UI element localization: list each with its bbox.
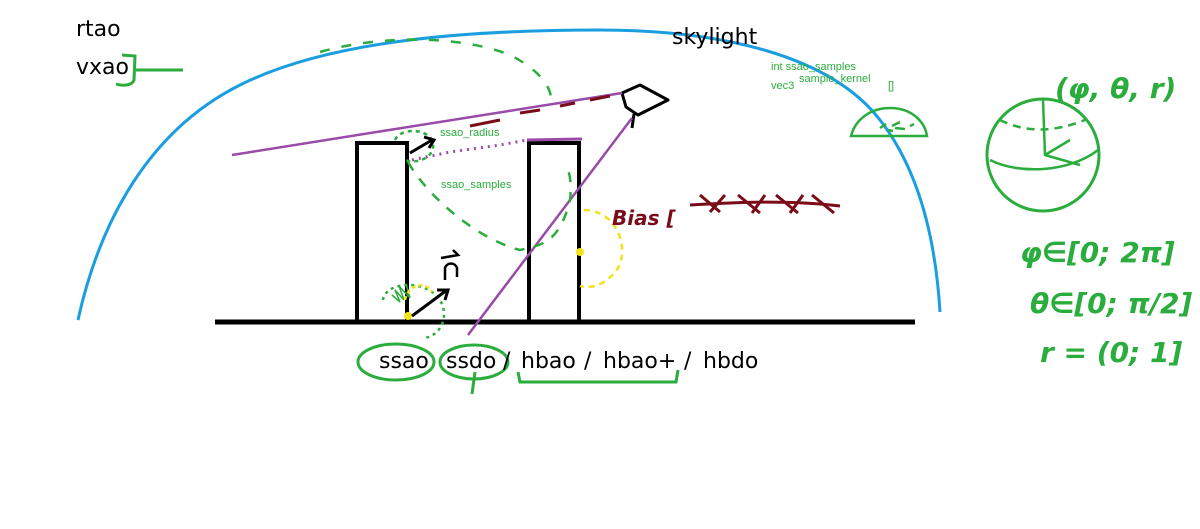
- normal-symbol: [440, 249, 461, 280]
- ssao-tech-label: ssao: [379, 349, 429, 374]
- yellow-arc-right: [579, 208, 624, 289]
- int-ssao-samples-label: int ssao_samples: [771, 61, 856, 73]
- rtao-label: rtao: [76, 17, 121, 42]
- view-ray-bottom: [467, 117, 633, 336]
- hbao-underline: [516, 369, 680, 384]
- skylight-label: skylight: [672, 25, 758, 50]
- sky-dome: [76, 28, 942, 321]
- kernel-dots: [879, 120, 915, 133]
- purple-outline-top: [526, 137, 583, 142]
- bias-crosses: [699, 193, 835, 215]
- vxao-label: vxao: [76, 55, 129, 80]
- left-building: [355, 141, 409, 324]
- depth-dashes: [469, 94, 611, 128]
- hbao-tech-label: hbao: [521, 349, 576, 374]
- sphere-equator: [989, 149, 1099, 171]
- r-range: r = (0; 1]: [1040, 336, 1182, 369]
- sample-cone: [406, 161, 573, 252]
- ssdo-tick: [470, 371, 477, 395]
- yellow-point-right: [576, 248, 584, 256]
- spherical-coords: (φ, θ, r): [1055, 72, 1176, 105]
- sample-scribble: [391, 283, 411, 303]
- hbdo-tech-label: hbdo: [703, 349, 758, 374]
- camera-icon: [620, 83, 670, 129]
- sphere-outline: [985, 97, 1101, 213]
- ssao-circle: [356, 342, 436, 382]
- sample-kernel-label: sample_kernel: [799, 73, 871, 85]
- view-ray-top: [231, 91, 623, 157]
- phi-range: φ∈[0; 2π]: [1020, 236, 1175, 269]
- ssao-radius-label: ssao_radius: [440, 127, 500, 139]
- view-ray-dotted: [411, 138, 528, 162]
- sep2-label: /: [584, 349, 592, 374]
- bias-label: Bias [: [612, 206, 676, 230]
- top-normal-arrow: [409, 135, 437, 155]
- yellow-point-bottom: [404, 312, 412, 320]
- ssao-samples-label: ssao_samples: [441, 179, 512, 191]
- sample-hemisphere-bottom: [381, 283, 446, 340]
- sphere-axis: [1041, 99, 1081, 167]
- ssdo-tech-label: ssdo: [446, 349, 496, 374]
- sep3-label: /: [684, 349, 692, 374]
- bottom-normal-arrow: [411, 288, 451, 318]
- kernel-hemisphere: [849, 106, 929, 138]
- right-building: [527, 141, 581, 324]
- vxao-bracket: [115, 53, 183, 87]
- yellow-arc-bottom: [403, 284, 434, 301]
- kernel-brackets-label: []: [888, 80, 894, 92]
- sep1-label: /: [503, 349, 511, 374]
- vec3-label: vec3: [771, 80, 794, 92]
- hbao-plus-tech-label: hbao+: [603, 349, 676, 374]
- ssao-radius-arc: [319, 38, 553, 106]
- theta-range: θ∈[0; π/2]: [1030, 287, 1192, 320]
- sphere-meridian: [999, 118, 1086, 131]
